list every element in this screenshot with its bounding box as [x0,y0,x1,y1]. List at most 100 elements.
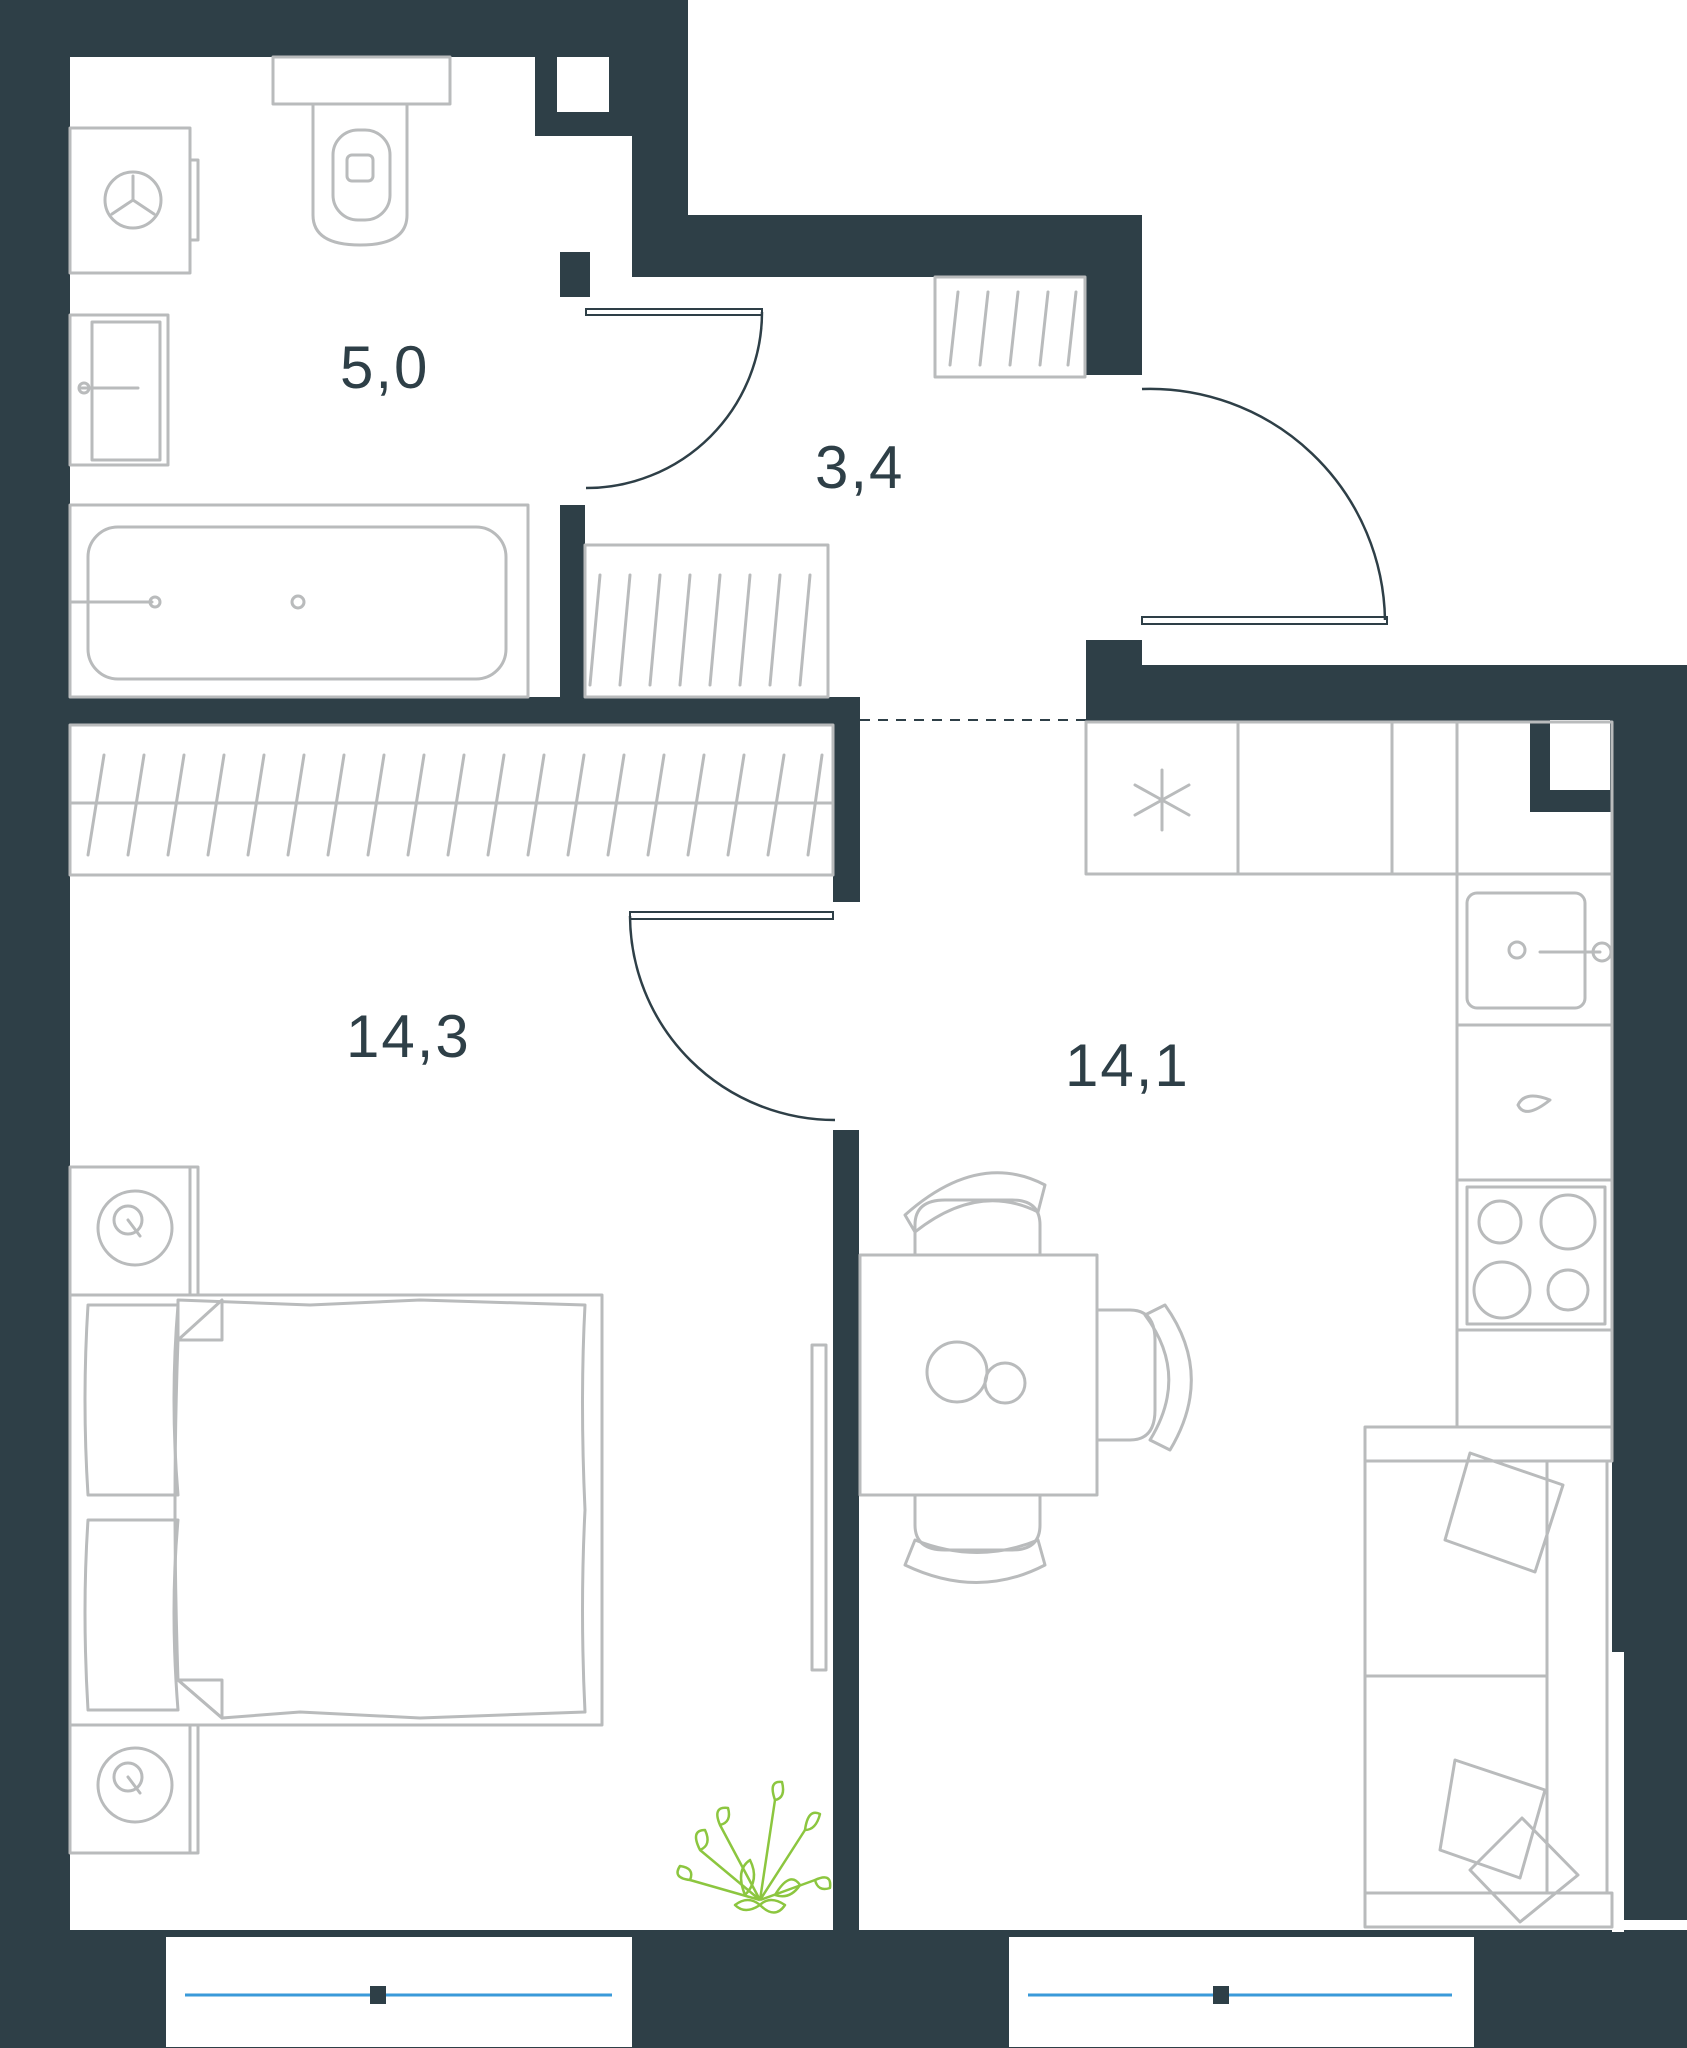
kitchen-counter-top [1084,720,1614,876]
bathroom-door-swing [585,311,764,490]
toilet-seat-icon [331,128,392,222]
wall-bathroom-right-upper [632,0,688,250]
windows [164,1935,1476,2048]
lamp-top-switch-icon [126,1218,142,1238]
kitchen-furniture [858,720,1614,1929]
burner-2-icon [1539,1193,1597,1251]
area-label-bathroom: 5,0 [340,334,429,401]
plate-1-icon [925,1340,989,1404]
stove [1465,1185,1607,1326]
bed-blanket [173,1298,587,1720]
bathroom-sink-basin [90,320,162,462]
bedroom-furniture [68,723,835,1914]
entrance-door-leaf [1141,616,1388,625]
bedroom-door-leaf [629,911,834,920]
kitchen-counter-right [1455,872,1614,1429]
washing-machine-handle [188,158,200,242]
chair-bottom [913,1493,1042,1552]
chair-bottom-back [903,1538,1047,1584]
bed-blanket-fold-bottom [176,1678,224,1720]
dishwasher-drop-icon [1516,1094,1552,1113]
window-kitchen-mullion [1213,1986,1229,2004]
wall-top-hallway [632,215,1142,277]
lamp-top-icon [96,1189,174,1267]
bedroom-wardrobe [68,723,835,877]
chair-right-back [1143,1303,1193,1452]
bathtub-drain-icon [290,594,306,610]
wall-bottom-left [0,1930,165,2048]
shaft-kitchen-void [1550,720,1610,790]
hallway-furniture [583,275,1087,699]
wall-bath-bedroom [0,697,860,725]
bathroom-door-leaf [585,308,763,316]
sofa-pillow-1 [1443,1451,1565,1574]
sofa-pillow-2 [1438,1758,1547,1880]
bedroom-door-swing [628,915,836,1122]
sofa-arm-bottom [1363,1891,1614,1929]
window-bedroom [164,1935,634,2048]
burner-4-icon [1546,1268,1590,1312]
wall-bottom-inner [0,1930,1687,1936]
area-labels: 5,0 3,4 14,3 14,1 [340,334,1190,1099]
sofa-cushion-bottom [1363,1674,1549,1895]
wall-bottom-mid [633,1930,1008,2048]
bathroom-sink-counter [68,313,170,467]
area-label-kitchen-living: 14,1 [1065,1032,1190,1099]
window-kitchen [1007,1935,1476,2048]
kitchen-faucet-knob-icon [1591,941,1613,963]
wall-bottom-right [1475,1930,1687,2048]
hallway-shoe-cabinet-hatch [948,290,1078,367]
lamp-top-inner-icon [112,1204,144,1236]
bathroom-faucet-knob-icon [77,381,91,395]
wall-bath-hall-lower [560,505,585,705]
lamp-bottom-inner-icon [112,1761,144,1793]
sofa-cushion-top [1363,1459,1549,1678]
wall-hall-right-upper [1086,215,1142,375]
sofa-pillow-3 [1468,1816,1580,1924]
sofa-backrest [1545,1459,1609,1895]
wall-bath-hall-upper [560,252,590,297]
bed-blanket-fold-top [176,1298,224,1342]
lamp-bottom-switch-icon [126,1775,142,1795]
bedroom-wardrobe-hatch [86,753,824,857]
shaft-bath-void [557,57,609,112]
bed-pillow-bottom [83,1518,180,1712]
plant-icon [676,1780,832,1914]
chair-top-back [903,1171,1047,1234]
area-label-bedroom: 14,3 [346,1003,471,1070]
window-bedroom-mullion [370,1986,386,2004]
toilet-tank [271,55,452,106]
washing-machine-fan-icon [110,174,156,216]
chair-right [1095,1308,1157,1442]
bed-pillow-top [83,1303,180,1497]
toilet-button-icon [345,153,375,183]
bathtub-faucet-knob-icon [148,595,162,609]
doors [585,308,1388,1122]
wall-bedroom-right-upper [833,697,860,902]
hallway-wardrobe-hatch [588,573,812,687]
bed-frame [68,1293,604,1727]
kitchen-sink-drain-icon [1507,940,1527,960]
bedroom-mirror-panel [810,1343,828,1672]
entrance-door-swing [1141,387,1387,621]
plate-2-icon [983,1361,1027,1405]
hallway-wardrobe [583,543,830,699]
lamp-bottom-icon [96,1746,174,1824]
wall-right [1612,665,1687,1920]
dining-table [858,1253,1099,1497]
burner-1-icon [1477,1199,1523,1245]
chair-top [913,1198,1042,1257]
washing-machine-drum-icon [103,170,163,230]
area-label-hallway: 3,4 [815,434,904,501]
right-wall-gap [1612,1652,1624,1932]
burner-3-icon [1472,1260,1532,1320]
hallway-shoe-cabinet [933,275,1087,379]
fridge-snowflake-icon [1133,768,1191,832]
wall-bedroom-kitchen [833,1130,859,1930]
wall-left [0,0,70,2048]
sofa-back [1363,1425,1614,1463]
bathroom-fixtures [68,55,530,699]
toilet-bowl-icon [311,102,409,247]
